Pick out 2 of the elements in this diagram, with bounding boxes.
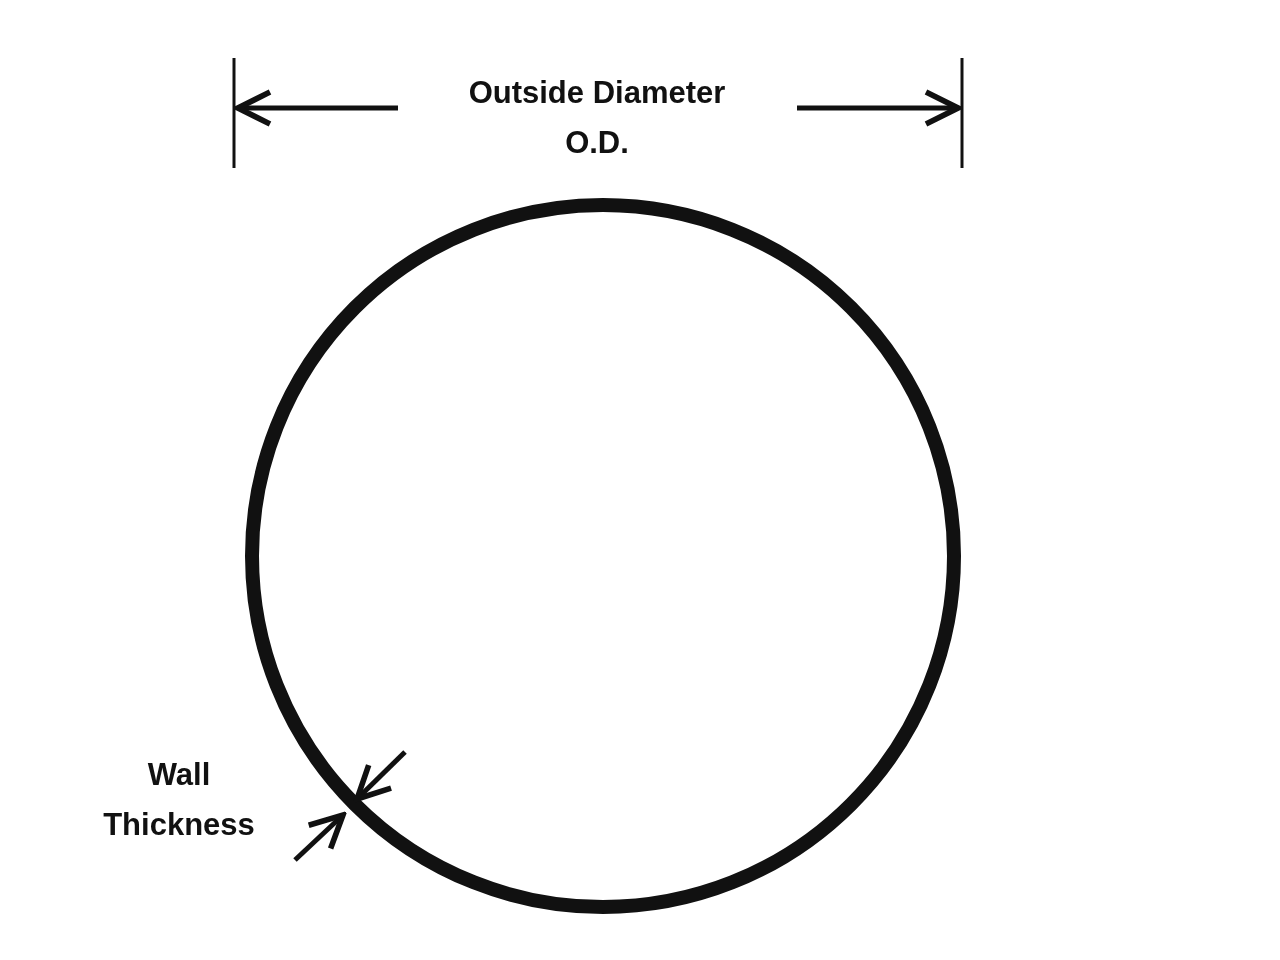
dimension-label: Outside Diameter O.D. (467, 74, 727, 162)
dimension-label: Wall Thickness (102, 756, 256, 844)
